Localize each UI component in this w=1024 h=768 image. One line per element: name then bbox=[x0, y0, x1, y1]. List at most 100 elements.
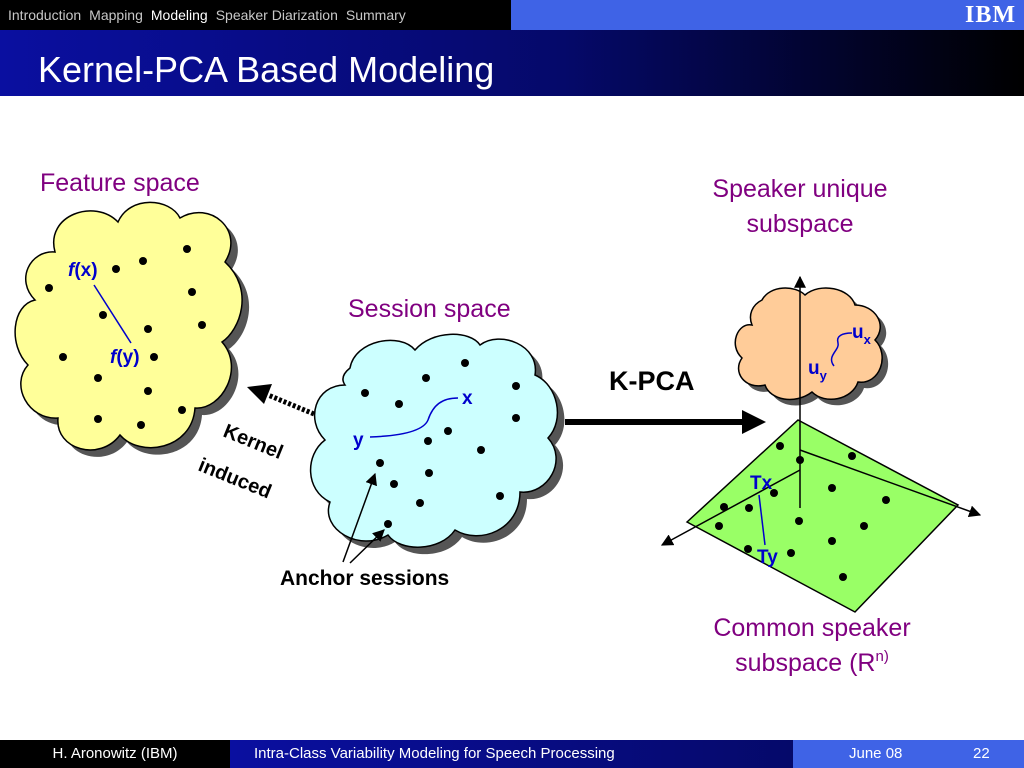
common-dot bbox=[787, 549, 795, 557]
feature-dot bbox=[139, 257, 147, 265]
speaker-unique-label-line2: subspace bbox=[746, 210, 853, 238]
fy-label: f(y) bbox=[110, 347, 140, 368]
session-dot bbox=[395, 400, 403, 408]
feature-dot bbox=[198, 321, 206, 329]
ux-base: u bbox=[852, 322, 864, 343]
kernel-pca-diagram: Feature space Session space Speaker uniq… bbox=[14, 169, 982, 677]
session-space-label: Session space bbox=[348, 295, 511, 323]
uy-base: u bbox=[808, 358, 820, 379]
nav-item-mapping[interactable]: Mapping bbox=[89, 7, 143, 23]
feature-space-cloud bbox=[14, 201, 250, 457]
speaker-unique-label-line1: Speaker unique bbox=[712, 175, 887, 203]
fy-rest: (y) bbox=[116, 347, 139, 368]
common-dot bbox=[882, 496, 890, 504]
session-dot bbox=[512, 414, 520, 422]
common-dot bbox=[828, 484, 836, 492]
feature-dot bbox=[112, 265, 120, 273]
session-dot bbox=[496, 492, 504, 500]
footer-bar: H. Aronowitz (IBM) Intra-Class Variabili… bbox=[0, 740, 1024, 768]
footer-author: H. Aronowitz (IBM) bbox=[0, 740, 230, 768]
feature-dot bbox=[45, 284, 53, 292]
feature-dot bbox=[137, 421, 145, 429]
feature-cloud-shape bbox=[14, 201, 243, 451]
feature-dot bbox=[99, 311, 107, 319]
session-dot bbox=[444, 427, 452, 435]
kpca-label: K-PCA bbox=[609, 366, 695, 396]
xy-connector-curve bbox=[369, 397, 459, 438]
feature-dot bbox=[150, 353, 158, 361]
common-dot bbox=[720, 503, 728, 511]
footer-date: June 08 bbox=[849, 745, 903, 762]
session-space-cloud bbox=[309, 333, 565, 555]
feature-dot bbox=[94, 415, 102, 423]
nav-item-summary[interactable]: Summary bbox=[345, 7, 406, 23]
ty-label: Ty bbox=[757, 547, 778, 568]
nav-item-introduction[interactable]: Introduction bbox=[8, 7, 82, 23]
session-dot bbox=[477, 446, 485, 454]
top-navigation-bar: Introduction Mapping Modeling Speaker Di… bbox=[0, 0, 1024, 30]
common-dot bbox=[796, 456, 804, 464]
session-dot bbox=[425, 469, 433, 477]
uy-sub: y bbox=[820, 368, 828, 383]
feature-dot bbox=[144, 387, 152, 395]
common-dot bbox=[776, 442, 784, 450]
y-label: y bbox=[353, 430, 364, 451]
feature-dot bbox=[183, 245, 191, 253]
induced-label: induced bbox=[195, 454, 274, 503]
session-dot bbox=[461, 359, 469, 367]
feature-space-label: Feature space bbox=[40, 169, 200, 197]
common-label-line2: subspace (Rn) bbox=[735, 648, 889, 677]
session-dot bbox=[416, 499, 424, 507]
session-cloud-shape bbox=[309, 333, 559, 548]
session-dot bbox=[424, 437, 432, 445]
feature-dot bbox=[59, 353, 67, 361]
anchor-arrow-1 bbox=[342, 472, 377, 563]
x-label: x bbox=[462, 388, 473, 409]
common-label-line1: Common speaker bbox=[713, 614, 910, 642]
common-dot bbox=[795, 517, 803, 525]
common-label-line2-text: subspace (R bbox=[735, 649, 875, 677]
session-dot bbox=[512, 382, 520, 390]
footer-talk-title: Intra-Class Variability Modeling for Spe… bbox=[254, 745, 615, 762]
anchor-sessions-label: Anchor sessions bbox=[280, 567, 449, 590]
fx-rest: (x) bbox=[74, 260, 97, 281]
feature-dot bbox=[188, 288, 196, 296]
nav-item-speaker-diarization[interactable]: Speaker Diarization bbox=[215, 7, 338, 23]
footer-title-section: Intra-Class Variability Modeling for Spe… bbox=[230, 740, 793, 768]
feature-dot bbox=[178, 406, 186, 414]
axis-left bbox=[660, 469, 801, 546]
title-bar: Kernel-PCA Based Modeling bbox=[0, 30, 1024, 96]
session-dot bbox=[376, 459, 384, 467]
common-dot bbox=[839, 573, 847, 581]
session-dot bbox=[361, 389, 369, 397]
common-speaker-plane bbox=[685, 419, 960, 613]
fx-f: f bbox=[68, 260, 76, 281]
kpca-arrow-head bbox=[742, 410, 766, 434]
footer-page-number: 22 bbox=[973, 745, 990, 762]
session-dot bbox=[422, 374, 430, 382]
nav-item-modeling[interactable]: Modeling bbox=[150, 7, 208, 23]
tx-label: Tx bbox=[750, 473, 773, 494]
common-dot bbox=[745, 504, 753, 512]
u-connector-curve bbox=[830, 332, 853, 367]
speaker-cloud-shape bbox=[734, 287, 883, 401]
footer-meta: June 08 22 bbox=[793, 740, 1024, 768]
t-connector-line bbox=[758, 494, 766, 546]
common-dot bbox=[848, 452, 856, 460]
uy-label: uy bbox=[808, 358, 828, 383]
feature-dot bbox=[94, 374, 102, 382]
common-dot bbox=[715, 522, 723, 530]
common-dot bbox=[770, 489, 778, 497]
ux-label: ux bbox=[852, 322, 872, 347]
common-dot bbox=[744, 545, 752, 553]
kernel-label: Kernel bbox=[220, 420, 286, 464]
session-dot bbox=[384, 520, 392, 528]
fx-label: f(x) bbox=[68, 260, 98, 281]
axis-right bbox=[799, 449, 982, 517]
anchor-arrow-2 bbox=[349, 529, 385, 564]
kernel-induced-arrow-head bbox=[247, 384, 272, 404]
slide-title: Kernel-PCA Based Modeling bbox=[38, 49, 495, 90]
feature-dot bbox=[144, 325, 152, 333]
common-dot bbox=[860, 522, 868, 530]
ux-sub: x bbox=[864, 332, 872, 347]
